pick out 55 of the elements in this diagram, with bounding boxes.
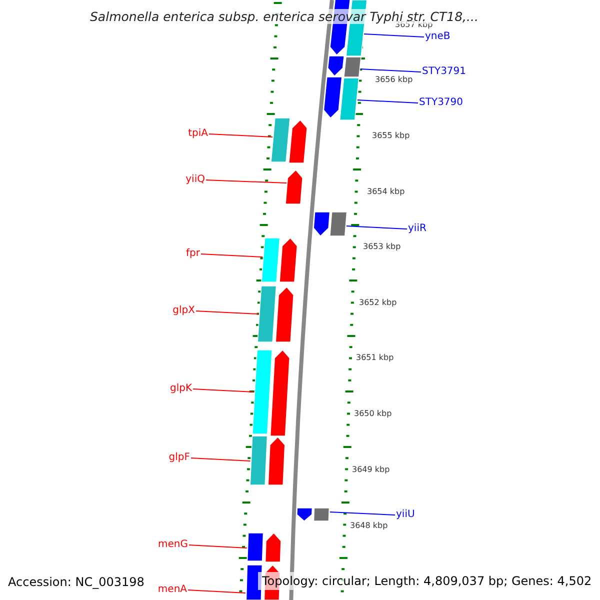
leader-line <box>200 254 264 258</box>
leader-line <box>188 590 246 594</box>
gene-feature <box>339 78 360 120</box>
gene-label: tpiA <box>188 128 208 140</box>
gene-label: fpr <box>186 248 200 260</box>
gene-feature <box>264 532 282 562</box>
gene-feature <box>261 238 280 282</box>
gene-feature <box>275 286 294 342</box>
gene-feature <box>343 56 362 78</box>
gene-label: STY3790 <box>419 97 464 109</box>
gene-feature <box>327 56 345 77</box>
scale-label: 3649 kbp <box>352 465 390 475</box>
leader-line <box>346 226 408 230</box>
gene-feature <box>257 286 277 342</box>
scale-label: 3650 kbp <box>354 409 392 419</box>
gene-label: yiiU <box>396 509 415 521</box>
scale-label: 3655 kbp <box>372 131 410 141</box>
leader-line <box>356 100 418 104</box>
scale-label: 3652 kbp <box>359 298 397 308</box>
gene-feature <box>329 212 348 236</box>
leader-line <box>360 68 422 72</box>
gene-feature <box>279 237 298 282</box>
gene-feature <box>313 508 330 522</box>
gene-feature <box>313 212 330 237</box>
gene-label: STY3791 <box>422 66 466 78</box>
leader-line <box>190 458 251 462</box>
gene-feature <box>288 119 308 164</box>
scale-label: 3648 kbp <box>350 521 388 531</box>
gene-feature <box>268 436 286 486</box>
gene-feature <box>246 532 264 562</box>
leader-line <box>329 512 396 516</box>
scale-label: 3656 kbp <box>375 75 413 85</box>
scale-label: 3654 kbp <box>367 187 405 197</box>
leader-line <box>206 180 287 184</box>
leader-line <box>188 544 248 548</box>
gene-feature <box>270 118 290 162</box>
scale-label: 3651 kbp <box>356 353 394 363</box>
gene-feature <box>285 169 304 204</box>
leader-line <box>364 34 424 38</box>
gene-label: yiiR <box>408 223 426 235</box>
gene-label: yneB <box>425 31 450 43</box>
leader-line <box>192 388 254 392</box>
gene-feature <box>252 350 273 434</box>
gene-label: menA <box>158 584 187 596</box>
gene-label: menG <box>158 539 188 551</box>
leader-line <box>196 310 260 314</box>
accession-text: Accession: NC_003198 <box>8 575 144 589</box>
leader-line <box>208 134 274 138</box>
scale-label: 3653 kbp <box>363 242 401 252</box>
gene-label: yiiQ <box>186 174 205 186</box>
gene-feature <box>296 508 313 522</box>
gene-label: glpK <box>170 383 192 395</box>
gene-label: glpF <box>168 452 190 464</box>
gene-feature <box>250 436 268 486</box>
gene-label: glpX <box>172 305 195 317</box>
